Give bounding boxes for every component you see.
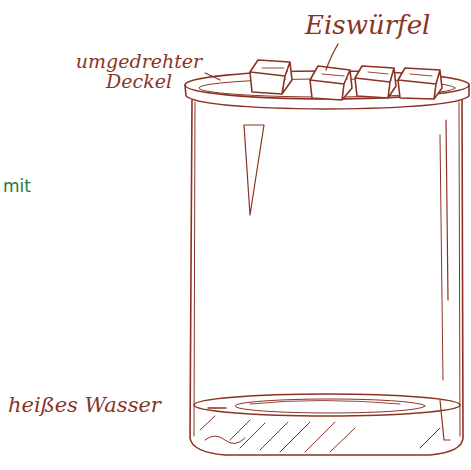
- ice-cube-label: Eiswürfel: [305, 12, 465, 39]
- text-fragment: mit: [3, 178, 63, 196]
- lid-label: umgedrehter Deckel: [70, 52, 208, 92]
- water-label: heißes Wasser: [8, 394, 208, 416]
